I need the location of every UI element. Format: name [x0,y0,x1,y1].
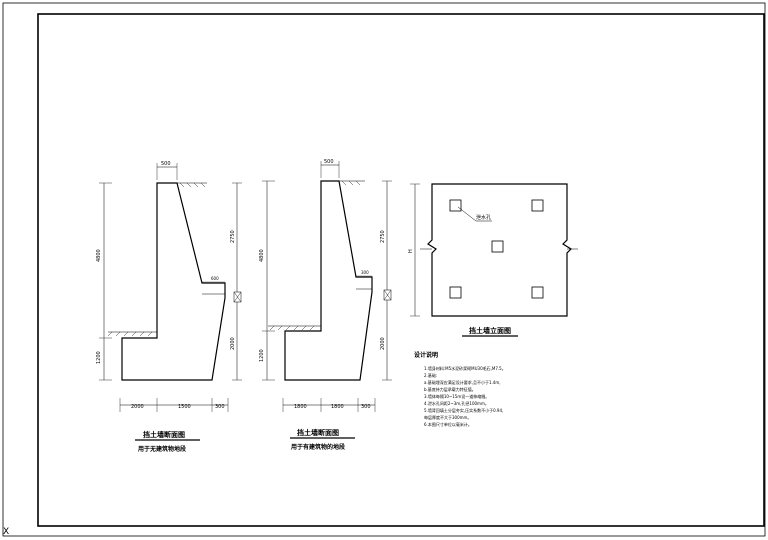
corner-mark: X [3,527,9,537]
plan-outline [427,183,572,317]
design-notes: 设计说明 1.墙身材料:M5水泥砂浆砌MU30毛石,M7.5。 2.基础: a.… [414,351,506,427]
plan-title: 挡土墙立面图 [469,326,511,335]
right-section-subtitle: 用于有建筑物的地段 [290,443,345,451]
left-section-subtitle: 用于无建筑物地段 [137,445,186,453]
left-dim-total-height: 4800 [96,249,102,262]
left-dim-bottom-2: 1500 [178,404,191,410]
plan-view: 泄水孔 H 挡土墙立面图 [408,183,578,337]
notes-line: b.基底持力层承载力特征值。 [424,386,476,392]
right-dim-bottom-3: 300 [361,404,371,410]
sheet-inner-border [37,13,765,527]
right-dim-bottom-1: 1800 [294,404,307,410]
right-section-title: 挡土墙断面图 [297,428,339,437]
right-dim-bottom-2: 1800 [331,404,344,410]
left-wall-section: 500 4800 1200 2750 2000 600 2000 1500 30… [96,161,242,453]
weep-hole [491,240,504,253]
left-wall-outline [121,182,226,381]
right-dim-base-height: 1200 [259,349,265,362]
left-dim-lower-height: 2000 [230,337,236,350]
left-dim-step: 600 [211,276,219,281]
left-section-title: 挡土墙断面图 [143,430,185,439]
right-wall-outline [284,180,373,381]
right-dim-lower-height: 2000 [380,337,386,350]
left-dim-bottom-3: 300 [215,404,225,410]
left-dim-upper-height: 2750 [230,230,236,243]
notes-line: 每层厚度不大于300mm。 [424,414,471,420]
notes-heading: 设计说明 [414,351,438,359]
notes-line: 3.墙体每隔10~15m设一道伸缩缝。 [424,393,489,399]
notes-line: a.基础埋深应满足设计要求,且不小于1.4m, [424,379,501,385]
weep-hole [449,199,462,212]
notes-line: 2.基础: [424,372,437,378]
left-dim-base-height: 1200 [96,351,102,364]
notes-line: 6.本图尺寸单位以毫米计。 [424,421,472,427]
weep-hole [531,286,544,299]
right-wall-section: 500 4800 1200 2750 2000 300 1800 1800 30… [259,159,392,451]
weep-hole [531,199,544,212]
plan-dim-h: H [408,249,414,253]
plan-pipe-label: 泄水孔 [476,214,491,221]
left-dim-top: 500 [161,161,171,167]
right-dim-total-height: 4800 [259,249,265,262]
notes-line: 5.墙背回填土分层夯实,压实系数不小于0.94, [424,407,503,413]
left-dim-bottom-1: 2000 [131,404,144,410]
notes-line: 1.墙身材料:M5水泥砂浆砌MU30毛石,M7.5。 [424,365,506,371]
notes-line: 4.泄水孔间距2~3m,孔径100mm。 [424,400,489,406]
right-dim-upper-height: 2750 [380,230,386,243]
right-dim-top: 500 [324,159,334,165]
weep-hole [449,286,462,299]
right-dim-step: 300 [361,270,369,275]
